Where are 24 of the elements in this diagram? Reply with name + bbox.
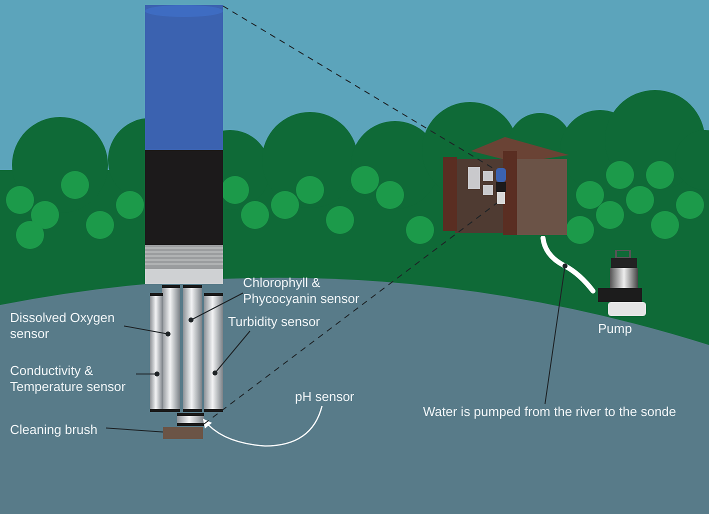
cleaning-brush-drawing [163, 427, 203, 439]
sensor-tube [204, 293, 223, 412]
caption-text: Water is pumped from the river to the sonde [423, 404, 705, 421]
sensor-label: Turbidity sensor [228, 314, 338, 331]
small-sonde-drawing [496, 168, 506, 204]
leader-line [212, 330, 250, 376]
sensor-label: pH sensor [295, 389, 361, 406]
leader-line [136, 372, 160, 376]
leader-line [544, 264, 568, 404]
sensor-tube [183, 285, 202, 412]
arrow [202, 406, 323, 447]
sensor-tube [177, 413, 204, 426]
sensor-tube [162, 285, 180, 412]
sonde-drawing [145, 5, 223, 284]
leader-line [124, 326, 170, 336]
leader-line [106, 428, 164, 432]
leader-line [188, 292, 244, 322]
sensor-label: Conductivity & Temperature sensor [10, 363, 136, 395]
sensor-tube [150, 293, 163, 412]
zoom-line [204, 202, 498, 424]
sensor-label: Chlorophyll & Phycocyanin sensor [243, 275, 371, 307]
sensor-label: Dissolved Oxygen sensor [10, 310, 124, 342]
part-label: Cleaning brush [10, 422, 106, 439]
pump-label: Pump [598, 321, 632, 337]
